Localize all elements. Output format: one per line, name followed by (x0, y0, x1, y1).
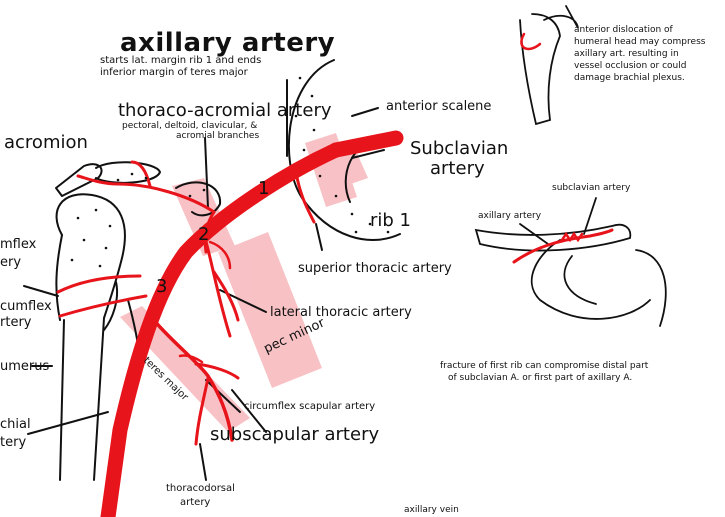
label-brachial-line2: tery (0, 436, 26, 449)
label-thoracodorsal-line2: artery (180, 498, 210, 509)
label-acromion: acromion (4, 134, 88, 152)
clavicle-outline (96, 162, 160, 183)
label-thoraco-branches-2: acromial branches (176, 132, 259, 141)
dislocation-inset (520, 6, 578, 124)
inset-sternum-outline (636, 250, 666, 326)
humerus-shaft-left (60, 320, 64, 480)
label-part-2: 2 (198, 226, 209, 244)
label-circumflex-scapular: circumflex scapular artery (244, 402, 375, 413)
inset-rib-outline (532, 240, 650, 319)
label-circumflex-a-line1: mflex (0, 238, 36, 251)
label-part-3: 3 (156, 278, 167, 296)
label-circumflex-b-line2: rtery (0, 316, 31, 329)
note-dislocation-line1: anterior dislocation of (574, 26, 673, 35)
label-circumflex-a-line2: ery (0, 256, 21, 269)
diagram-title: axillary artery (120, 30, 335, 56)
label-thoracodorsal-line1: thoracodorsal (166, 484, 235, 495)
leader-thoracodorsal (200, 444, 206, 480)
label-thoraco-acromial: thoraco-acromial artery (118, 102, 332, 120)
label-subclavian-line2: artery (430, 160, 485, 178)
scapula-outline (104, 282, 117, 330)
dislocation-arrow (521, 34, 540, 49)
label-circumflex-b-line1: cumflex (0, 300, 52, 313)
label-part-1: 1 (258, 180, 269, 198)
humeral-circumflex-a (58, 276, 140, 292)
inset-clavicle-outline (476, 225, 630, 251)
note-dislocation-line4: vessel occlusion or could (574, 62, 686, 71)
label-rib1: rib 1 (370, 212, 411, 230)
note-dislocation-line2: humeral head may compress (574, 38, 705, 47)
note-fracture-line2: of subclavian A. or first part of axilla… (448, 374, 632, 383)
note-axillary-vein: axillary vein (404, 506, 459, 515)
note-fracture-line1: fracture of first rib can compromise dis… (440, 362, 648, 371)
label-brachial-line1: chial (0, 418, 31, 431)
label-subclavian-line1: Subclavian (410, 140, 508, 158)
inset-humerus-outline (520, 14, 560, 124)
leader-circumflex-a (24, 286, 58, 296)
humerus-head-bottom (56, 235, 62, 320)
leader-brachial (28, 412, 108, 434)
label-superior-thoracic: superior thoracic artery (298, 262, 452, 275)
label-subscapular: subscapular artery (210, 426, 379, 444)
note-inset-subclavian: subclavian artery (552, 184, 630, 193)
note-inset-axillary: axillary artery (478, 212, 541, 221)
label-anterior-scalene: anterior scalene (386, 100, 491, 113)
inset-leader-subclavian (584, 198, 596, 234)
label-humerus: umerus (0, 360, 49, 373)
inset-scapula-outline (544, 6, 578, 28)
subclavian-artery (336, 138, 396, 150)
label-lateral-thoracic: lateral thoracic artery (270, 306, 412, 319)
superior-thoracic-branch (296, 172, 314, 222)
inset-rib-inner (564, 256, 596, 304)
note-dislocation-line3: axillary art. resulting in (574, 50, 679, 59)
subtitle-line-1: starts lat. margin rib 1 and ends (100, 56, 261, 67)
leader-superior-thoracic (316, 224, 322, 250)
note-dislocation-line5: damage brachial plexus. (574, 74, 685, 83)
leader-anterior-scalene (352, 108, 378, 116)
inset-leader-axillary (520, 224, 548, 244)
subtitle-line-2: inferior margin of teres major (100, 68, 248, 79)
